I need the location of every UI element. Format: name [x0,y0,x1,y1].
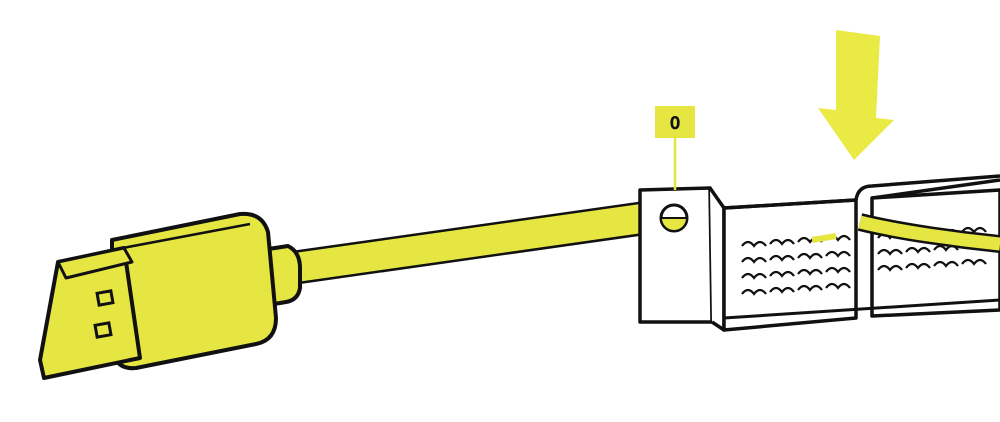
callout-marker: O [655,106,695,190]
pci-bracket [638,174,1000,332]
cable [289,201,648,285]
contact-hole-icon [95,289,115,307]
contact-hole-icon [93,321,113,339]
bracket-hole [659,203,689,233]
direction-arrow-icon [818,30,894,160]
callout-label: O [670,113,681,134]
callout-badge [655,106,695,138]
usb-plug [38,211,302,380]
